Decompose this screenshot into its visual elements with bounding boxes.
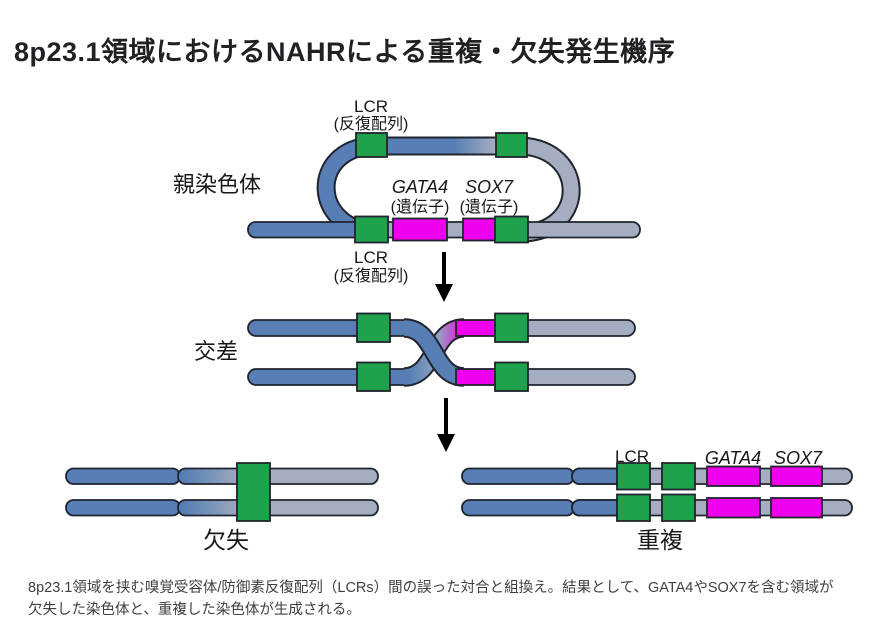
del-row1-seg2 [177, 467, 379, 485]
duplication-label: 重複 [637, 527, 683, 553]
lcr-block-loop-right [495, 132, 528, 158]
dup-row2-seg1 [461, 499, 575, 517]
lcr-bottom-label: LCR [354, 248, 388, 267]
caption-line-1: 8p23.1領域を挟む嗅覚受容体/防御素反復配列（LCRs）間の誤った対合と組換… [28, 580, 834, 596]
crossover-bottom-left-arm [247, 368, 419, 386]
dup-row1-lcr1 [616, 462, 651, 491]
dup-row2-lcr1 [616, 493, 651, 522]
sox7-gene-block [462, 217, 497, 242]
duplication-chromosome-diagram: LCR GATA4 SOX7 重複 [461, 447, 853, 553]
deletion-chromosome-diagram: 欠失 [65, 462, 379, 553]
crossover-lcr-bottom-left [356, 361, 391, 392]
crossover-top-left-arm [247, 319, 419, 337]
crossover-label: 交差 [194, 339, 238, 364]
dup-row1-sox7 [770, 465, 823, 487]
lcr-top-sublabel: (反復配列) [334, 115, 409, 133]
lcr-top-label: LCR [354, 97, 388, 116]
sox7-sublabel: (遺伝子) [460, 198, 519, 216]
dup-row1-lcr2 [661, 462, 696, 491]
gata4-gene-block [392, 217, 448, 242]
gata4-sublabel: (遺伝子) [391, 198, 450, 216]
lcr-block-loop-left [355, 132, 388, 158]
page-title: 8p23.1領域におけるNAHRによる重複・欠失発生機序 [14, 37, 676, 67]
crossover-bottom-magenta-segment [455, 368, 499, 386]
lcr-block-bar-right [494, 215, 529, 244]
del-lcr-block [236, 462, 271, 522]
lcr-bottom-sublabel: (反復配列) [334, 267, 409, 285]
parent-chromosome-label: 親染色体 [173, 172, 261, 197]
parent-bar-blue [247, 221, 371, 239]
deletion-label: 欠失 [203, 527, 249, 553]
del-row2-seg2 [177, 499, 379, 517]
caption-line-2: 欠失した染色体と、重複した染色体が生成される。 [28, 602, 361, 618]
lcr-block-bar-left [354, 215, 389, 244]
dup-row2-lcr2 [661, 493, 696, 522]
crossover-lcr-top-left [356, 312, 391, 343]
crossover-top-magenta-segment [455, 319, 499, 337]
dup-lcr-label: LCR [615, 447, 649, 466]
dup-row2-gata4 [706, 497, 761, 519]
dup-sox7-label: SOX7 [774, 448, 823, 468]
down-arrow-2 [437, 398, 455, 452]
parent-chromosome-diagram: LCR (反復配列) 親染色体 GATA4 (遺伝子) SOX7 (遺伝子) L… [173, 97, 641, 285]
crossover-lcr-top-right [494, 312, 529, 343]
crossover-diagram: 交差 [194, 312, 636, 392]
figure-caption: 8p23.1領域を挟む嗅覚受容体/防御素反復配列（LCRs）間の誤った対合と組換… [28, 577, 873, 621]
sox7-label: SOX7 [465, 177, 514, 197]
crossover-over-curve [402, 320, 466, 385]
del-row2-seg1 [65, 499, 181, 517]
dup-gata4-label: GATA4 [705, 448, 761, 468]
gata4-label: GATA4 [392, 177, 448, 197]
del-row1-seg1 [65, 467, 181, 485]
dup-row2-sox7 [770, 497, 823, 519]
dup-row1-gata4 [706, 465, 761, 487]
down-arrow-1 [435, 252, 453, 302]
dup-row1-seg1 [461, 467, 575, 485]
dup-row1-seg2-blue-start [571, 467, 623, 485]
dup-row2-seg2-blue-start [571, 499, 623, 517]
crossover-lcr-bottom-right [494, 361, 529, 392]
